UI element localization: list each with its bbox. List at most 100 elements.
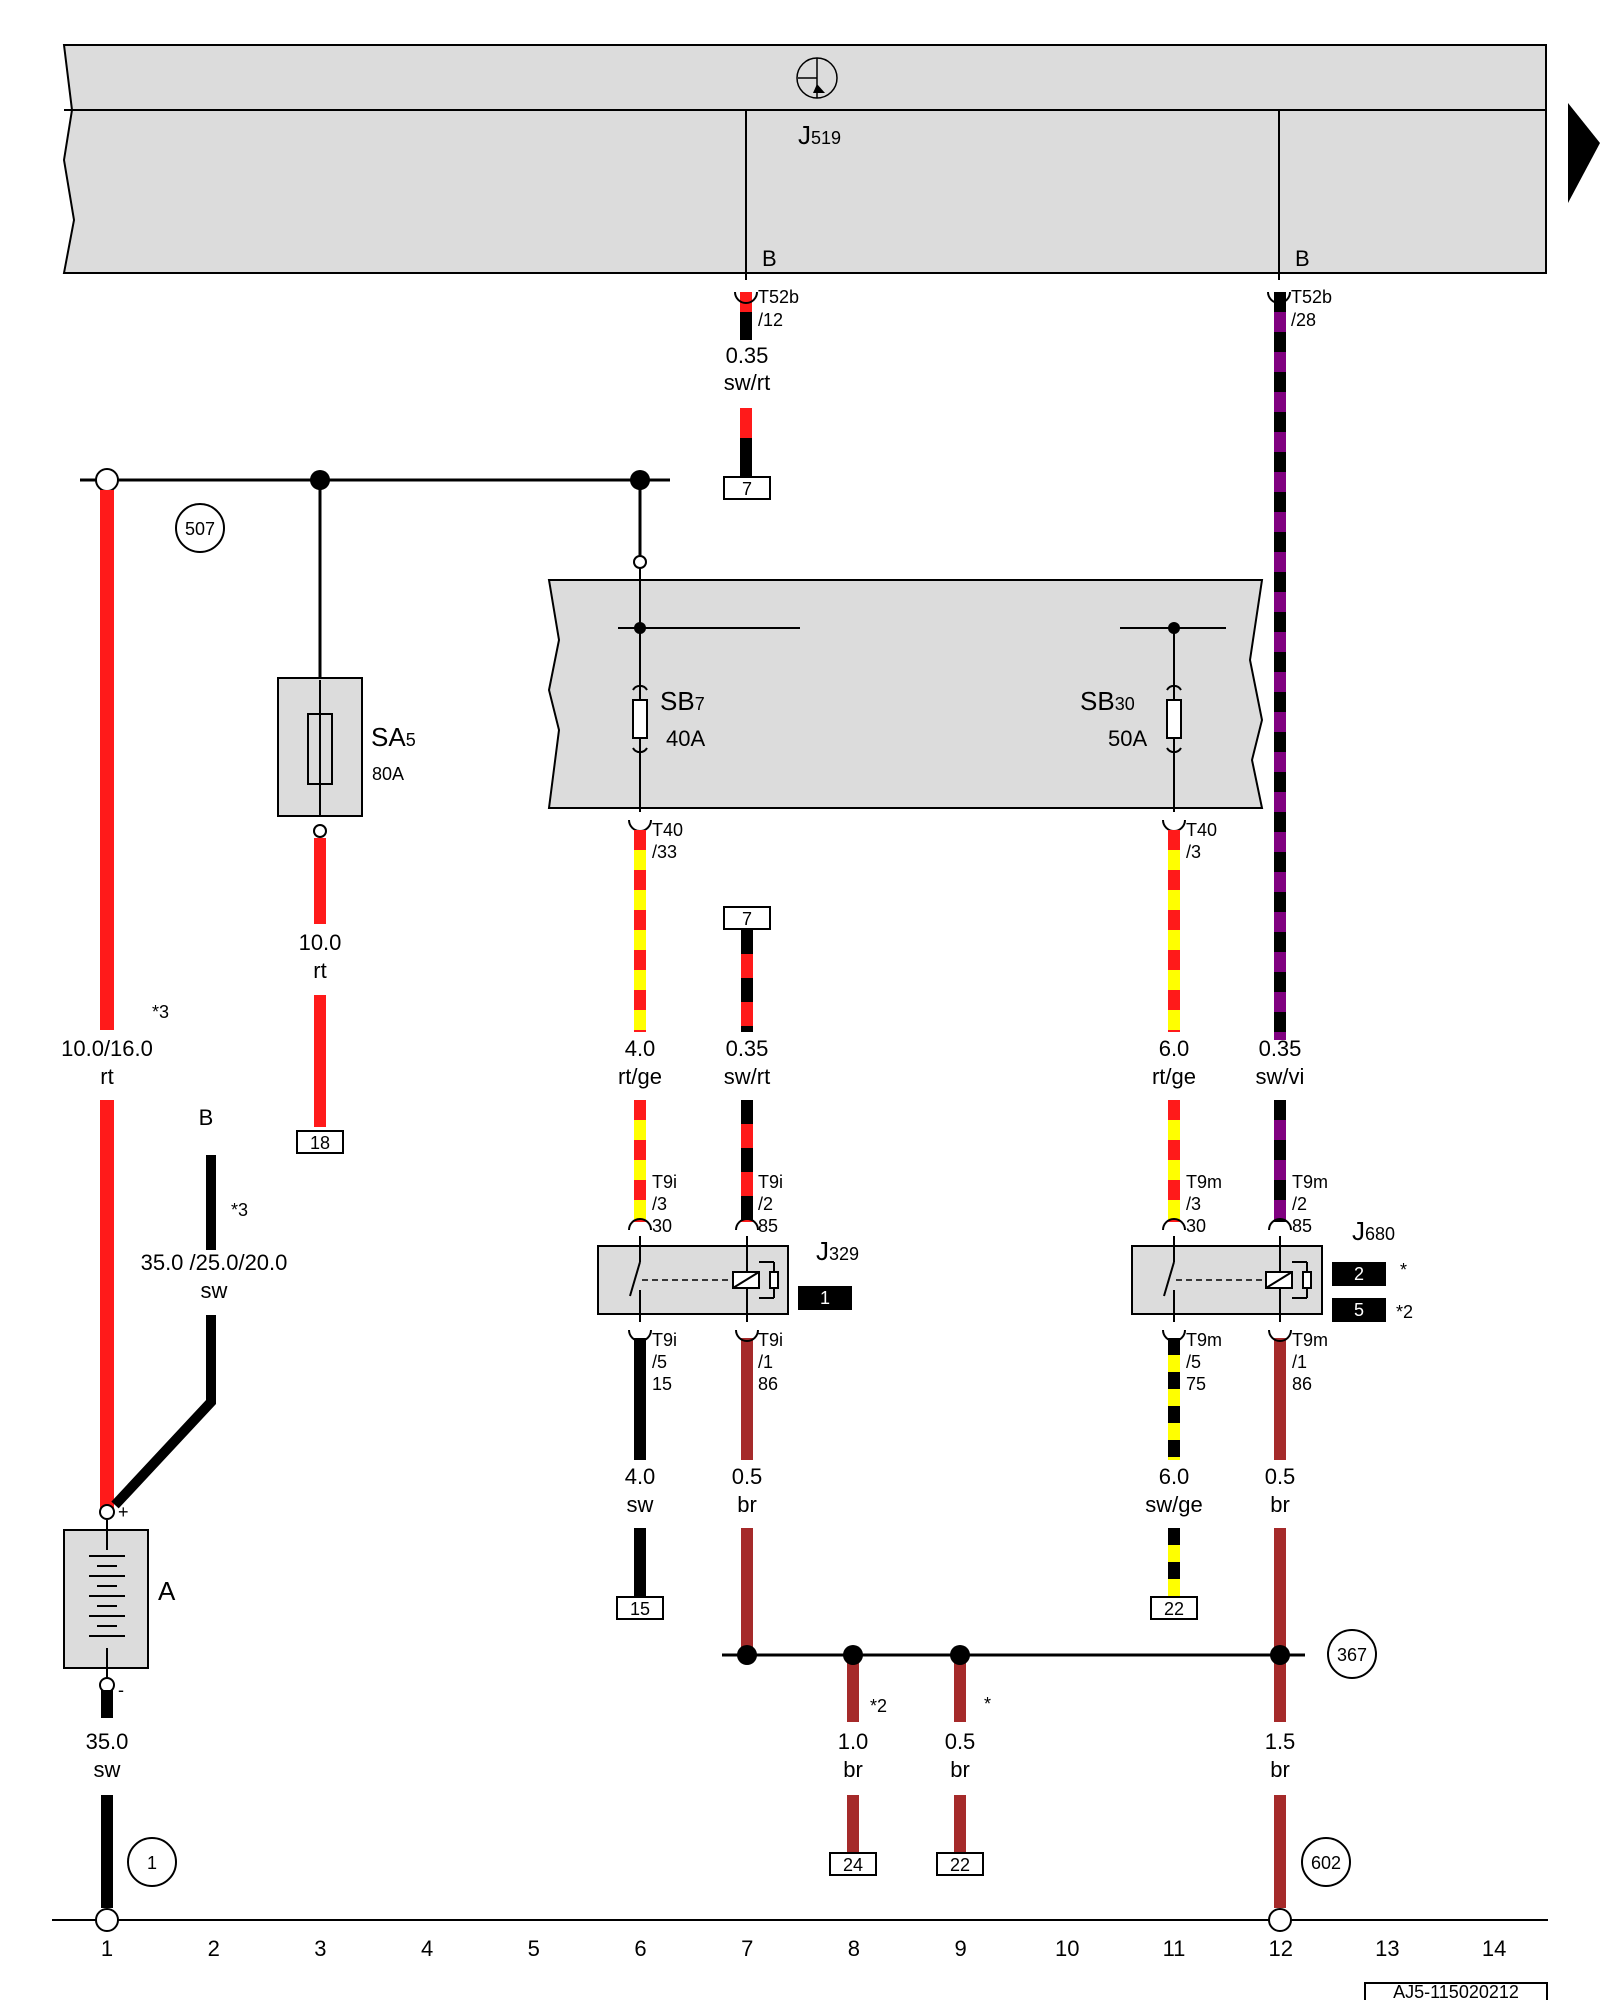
- wire-c6-lower: [634, 1338, 646, 1460]
- circle-367: [1327, 1629, 1377, 1679]
- axis-tick-label: 8: [848, 1936, 860, 1961]
- axis-tick-label: 13: [1375, 1936, 1399, 1961]
- fuse-sa5: [277, 677, 363, 838]
- circle-1: [127, 1837, 177, 1887]
- t9m-2-term: 85: [1292, 1216, 1312, 1236]
- ref-15: 15: [630, 1599, 650, 1619]
- battery-plus-label: +: [118, 1502, 129, 1522]
- ref-box-22a: [1150, 1596, 1198, 1620]
- wire-c7-bot-size: 0.5: [732, 1464, 763, 1489]
- sa5-label: SA5: [371, 722, 416, 752]
- wire-c9-color: br: [950, 1757, 970, 1782]
- wire-c7-tail: [741, 1528, 753, 1655]
- t52b-28-pin: /28: [1291, 310, 1316, 330]
- j329-label: J329: [816, 1236, 859, 1266]
- j680-flag2-box: [1332, 1298, 1386, 1322]
- wire-c12-gnd-size: 1.5: [1265, 1729, 1296, 1754]
- axis-tick-label: 7: [741, 1936, 753, 1961]
- continuation-arrow-icon: [1568, 103, 1600, 203]
- t9i-3-term: 30: [652, 1216, 672, 1236]
- wire-c11-upper: [1168, 830, 1180, 1032]
- t9i-5-term: 15: [652, 1374, 672, 1394]
- t9i-1-pin: /1: [758, 1352, 773, 1372]
- t9i-2-pin: /2: [758, 1194, 773, 1214]
- battery-a: + - A: [63, 1502, 176, 1700]
- wire-c7-bot-color: br: [737, 1492, 757, 1517]
- ground-symbol-icon: [796, 57, 838, 99]
- ref-box-top7: [723, 476, 771, 500]
- wire-c8-lower: [847, 1795, 859, 1852]
- connector-arc-icon: [1267, 291, 1291, 304]
- wire-c1-lower: [100, 1100, 114, 1510]
- ref-top7: 7: [742, 479, 752, 499]
- j680-label: J680: [1352, 1216, 1395, 1246]
- wire-c6-bot-size: 4.0: [625, 1464, 656, 1489]
- wire-c11-bot-color: sw/ge: [1145, 1492, 1202, 1517]
- footer-code: AJ5-115020212: [1393, 1982, 1519, 2000]
- ref-22a: 22: [1164, 1599, 1184, 1619]
- circle-602: [1301, 1837, 1351, 1887]
- wire-b-size: 35.0 /25.0/20.0: [141, 1250, 288, 1275]
- ref-box-mid7: [723, 906, 771, 930]
- t9m-1-pin: /1: [1292, 1352, 1307, 1372]
- wire-c6-mid: [634, 1100, 646, 1222]
- wire-c11-top-size: 6.0: [1159, 1036, 1190, 1061]
- connector-arc-icon: [628, 819, 652, 832]
- wire-c1-upper: [100, 490, 114, 1030]
- j680-flag2: 5: [1354, 1300, 1364, 1320]
- wire-b-note: *3: [231, 1200, 248, 1220]
- circle-507-label: 507: [185, 519, 215, 539]
- wire-c3-upper: [314, 838, 326, 924]
- wire-c3-color: rt: [313, 958, 326, 983]
- axis-tick-label: 10: [1055, 1936, 1079, 1961]
- sb7-rating: 40A: [666, 726, 705, 751]
- t9m-2-conn: T9m: [1292, 1172, 1328, 1192]
- axis-tick-label: 5: [528, 1936, 540, 1961]
- wire-c7-top-color: sw/rt: [724, 370, 770, 395]
- wire-c11-mid: [1168, 1100, 1180, 1222]
- circle-507: [175, 503, 225, 553]
- wire-c11-bot-size: 6.0: [1159, 1464, 1190, 1489]
- battery-label: A: [158, 1576, 176, 1606]
- t40-33-pin: /33: [652, 842, 677, 862]
- wire-c12-top-size: 0.35: [1259, 1036, 1302, 1061]
- ref-box-18: [296, 1130, 344, 1154]
- wire-c7-top-size: 0.35: [726, 343, 769, 368]
- t9i-3-conn: T9i: [652, 1172, 677, 1192]
- wire-c7-lower: [741, 1338, 753, 1460]
- wire-c12-bot-size: 0.5: [1265, 1464, 1296, 1489]
- wire-c7-mid-seg: [741, 1100, 753, 1222]
- axis-tick-label: 3: [314, 1936, 326, 1961]
- t9m-5-conn: T9m: [1186, 1330, 1222, 1350]
- wire-c1-note: *3: [152, 1002, 169, 1022]
- ref-mid7: 7: [742, 909, 752, 929]
- circle-367-label: 367: [1337, 1645, 1367, 1665]
- circle-1-label: 1: [147, 1853, 157, 1873]
- ref-24: 24: [843, 1855, 863, 1875]
- t9m-3-term: 30: [1186, 1216, 1206, 1236]
- axis-tick-label: 12: [1268, 1936, 1292, 1961]
- striped-wires: [634, 830, 1286, 1908]
- wire-c12-gnd-lower: [1274, 1795, 1286, 1908]
- axis-tick-label: 6: [634, 1936, 646, 1961]
- wire-c1-size: 10.0/16.0: [61, 1036, 153, 1061]
- wire-c9-lower: [954, 1795, 966, 1852]
- wire-c8-size: 1.0: [838, 1729, 869, 1754]
- circle-602-label: 602: [1311, 1853, 1341, 1873]
- wire-batt-neg-color: sw: [94, 1757, 121, 1782]
- ref-22b: 22: [950, 1855, 970, 1875]
- t9i-1-conn: T9i: [758, 1330, 783, 1350]
- wire-c7-upper: [741, 930, 753, 1032]
- footer-box: [1364, 1982, 1548, 2000]
- wire-batt-neg-size: 35.0: [86, 1729, 129, 1754]
- t9i-3-pin: /3: [652, 1194, 667, 1214]
- wire-batt-neg-lower: [101, 1795, 113, 1908]
- t9m-3-pin: /3: [1186, 1194, 1201, 1214]
- wire-c12-upper: [1274, 292, 1286, 1040]
- sb30-label: SB30: [1080, 686, 1135, 716]
- wire-b-upper: [206, 1155, 216, 1250]
- wire-c6-top-size: 4.0: [625, 1036, 656, 1061]
- connector-dot: [633, 555, 647, 569]
